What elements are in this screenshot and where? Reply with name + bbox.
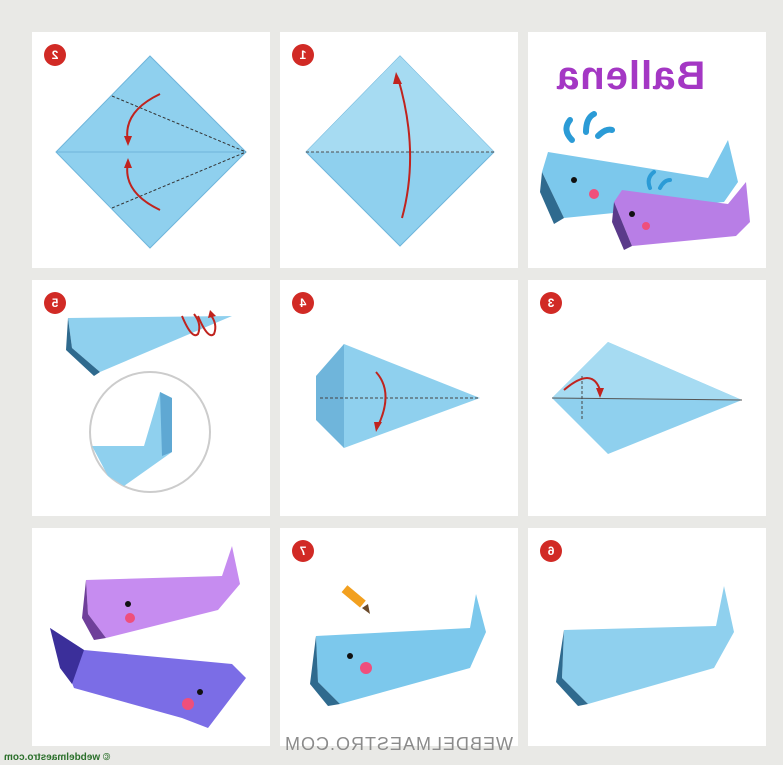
step-1-panel: 1 (280, 32, 518, 268)
step-6-panel: 6 (528, 528, 766, 746)
site-credit: © webdelmaestro.com (4, 752, 111, 763)
pencil-icon (341, 585, 370, 614)
step-7-diagram (310, 585, 486, 706)
step-2-diagram (55, 55, 247, 249)
step-4-panel: 4 (280, 280, 518, 516)
finished-whales-panel: Ballena (528, 32, 766, 268)
whales-pair-illustration (50, 546, 246, 728)
step-2-panel: 2 (32, 32, 270, 268)
step-1-diagram (305, 55, 495, 247)
step-5-panel: 5 (32, 280, 270, 516)
whales-illustration (540, 111, 750, 250)
watermark-text: WEBDELMAESTRO.COM (284, 734, 514, 754)
step-5-diagram (66, 310, 232, 493)
step-6-diagram (556, 586, 734, 706)
step-7-panel: 7 (280, 528, 518, 746)
finished-whales-step-8-panel (32, 528, 270, 746)
step-3-panel: 3 (528, 280, 766, 516)
step-4-diagram (316, 344, 480, 448)
step-3-diagram (551, 342, 743, 454)
